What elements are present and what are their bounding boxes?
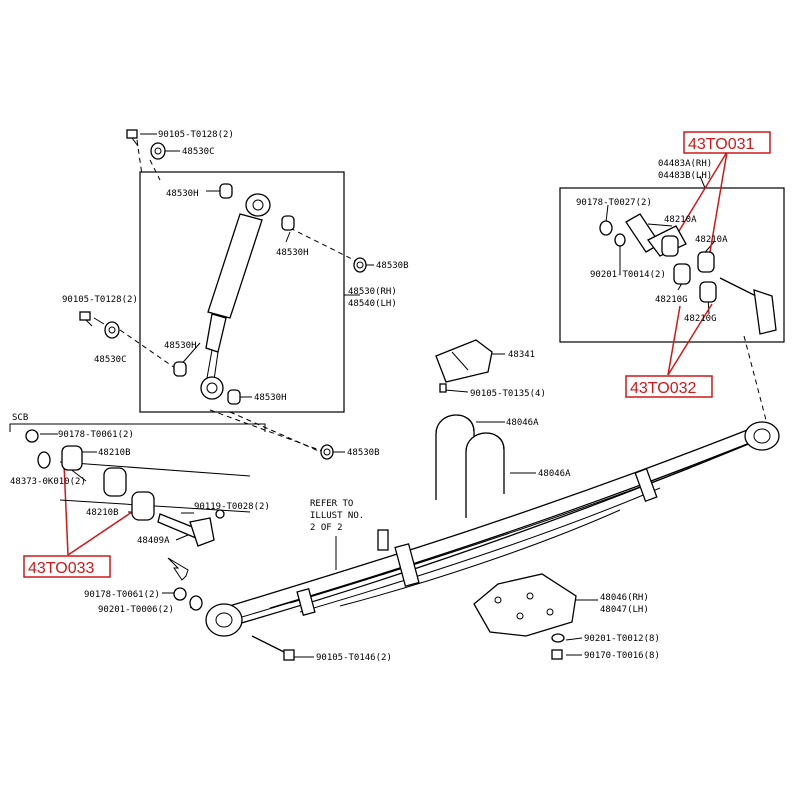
label-bushing-1: 48530H <box>166 189 199 199</box>
label-shackle-rh: 04483A(RH) <box>658 159 712 169</box>
label-bolt-bumper: 90105-T0135(4) <box>470 389 546 399</box>
shackle-group-box <box>559 187 785 343</box>
bushing-48530h-1 <box>219 183 233 199</box>
shock-absorber <box>200 193 271 400</box>
code-43to033: 43TO033 <box>28 560 95 577</box>
label-shock-rh: 48530(RH) <box>348 287 397 297</box>
label-shackle-lh: 04483B(LH) <box>658 171 712 181</box>
label-bolt-front: 90105-T0146(2) <box>316 653 392 663</box>
label-washer-top: 48530C <box>182 147 215 157</box>
label-bushing-2: 48530H <box>276 248 309 258</box>
label-refer-2: ILLUST NO. <box>310 511 364 521</box>
scb-group-bracket <box>9 423 266 432</box>
label-bush-a2: 48210A <box>695 235 728 245</box>
leaf-spring <box>205 421 780 637</box>
label-bolt-scb: 90119-T0028(2) <box>194 502 270 512</box>
front-eye-hardware <box>173 587 295 661</box>
u-bolt-2 <box>465 432 505 518</box>
label-washer-left: 48530C <box>94 355 127 365</box>
code-43to032: 43TO032 <box>630 380 697 397</box>
label-washer-shackle: 90201-T0014(2) <box>590 270 666 280</box>
spring-seat-plate <box>473 573 577 660</box>
label-cushion-1: 48530B <box>376 261 409 271</box>
label-bush-a1: 48210A <box>664 215 697 225</box>
label-bushing-3: 48530H <box>164 341 197 351</box>
shock-absorber-group-box <box>139 171 345 413</box>
bolt-left <box>79 311 93 327</box>
label-shock-lh: 48540(LH) <box>348 299 397 309</box>
cushion-48530b-2 <box>320 444 334 460</box>
bushing-48530h-4 <box>227 389 241 405</box>
bushing-48530h-3 <box>173 361 187 377</box>
label-bush-g1: 48210G <box>655 295 688 305</box>
label-bush-scb-1: 48210B <box>98 448 131 458</box>
washer-48530c-left <box>104 321 120 339</box>
code-box-43to033: 43TO033 <box>23 555 111 578</box>
label-nut-front: 90178-T0061(2) <box>84 590 160 600</box>
code-43to031: 43TO031 <box>688 136 755 153</box>
direction-arrow <box>167 557 189 581</box>
label-cushion-2: 48530B <box>347 448 380 458</box>
label-nut-scb: 90178-T0061(2) <box>58 430 134 440</box>
label-plate-rh: 48046(RH) <box>600 593 649 603</box>
highlight-connectors <box>63 151 728 556</box>
label-washer-front: 90201-T0006(2) <box>98 605 174 615</box>
scb-parts <box>25 429 251 547</box>
label-nut-shackle: 90178-T0027(2) <box>576 198 652 208</box>
label-bolt-left: 90105-T0128(2) <box>62 295 138 305</box>
bolt-top <box>126 129 139 147</box>
label-bushing-4: 48530H <box>254 393 287 403</box>
label-nut-plate: 90170-T0016(8) <box>584 651 660 661</box>
label-washer-plate: 90201-T0012(8) <box>584 634 660 644</box>
label-bush-g2: 48210G <box>684 314 717 324</box>
label-bumper: 48341 <box>508 350 535 360</box>
label-plate-lh: 48047(LH) <box>600 605 649 615</box>
label-scb: SCB <box>12 413 28 423</box>
code-box-43to032: 43TO032 <box>625 375 713 398</box>
shackle-parts <box>599 213 777 335</box>
cushion-48530b-1 <box>353 257 367 273</box>
bushing-48530h-2 <box>281 215 295 231</box>
label-refer-3: 2 OF 2 <box>310 523 343 533</box>
label-ubolt-2: 48046A <box>538 469 571 479</box>
code-box-43to031: 43TO031 <box>683 131 771 154</box>
label-bolt-top: 90105-T0128(2) <box>158 130 234 140</box>
label-ubolt-1: 48046A <box>506 418 539 428</box>
u-bolt-1 <box>435 414 475 500</box>
washer-48530c-top <box>150 142 166 160</box>
label-refer-1: REFER TO <box>310 499 353 509</box>
label-pin-scb: 48409A <box>137 536 170 546</box>
label-bush-scb-2: 48210B <box>86 508 119 518</box>
bump-stopper <box>435 339 493 393</box>
label-washer-scb: 48373-0K010(2) <box>10 477 86 487</box>
